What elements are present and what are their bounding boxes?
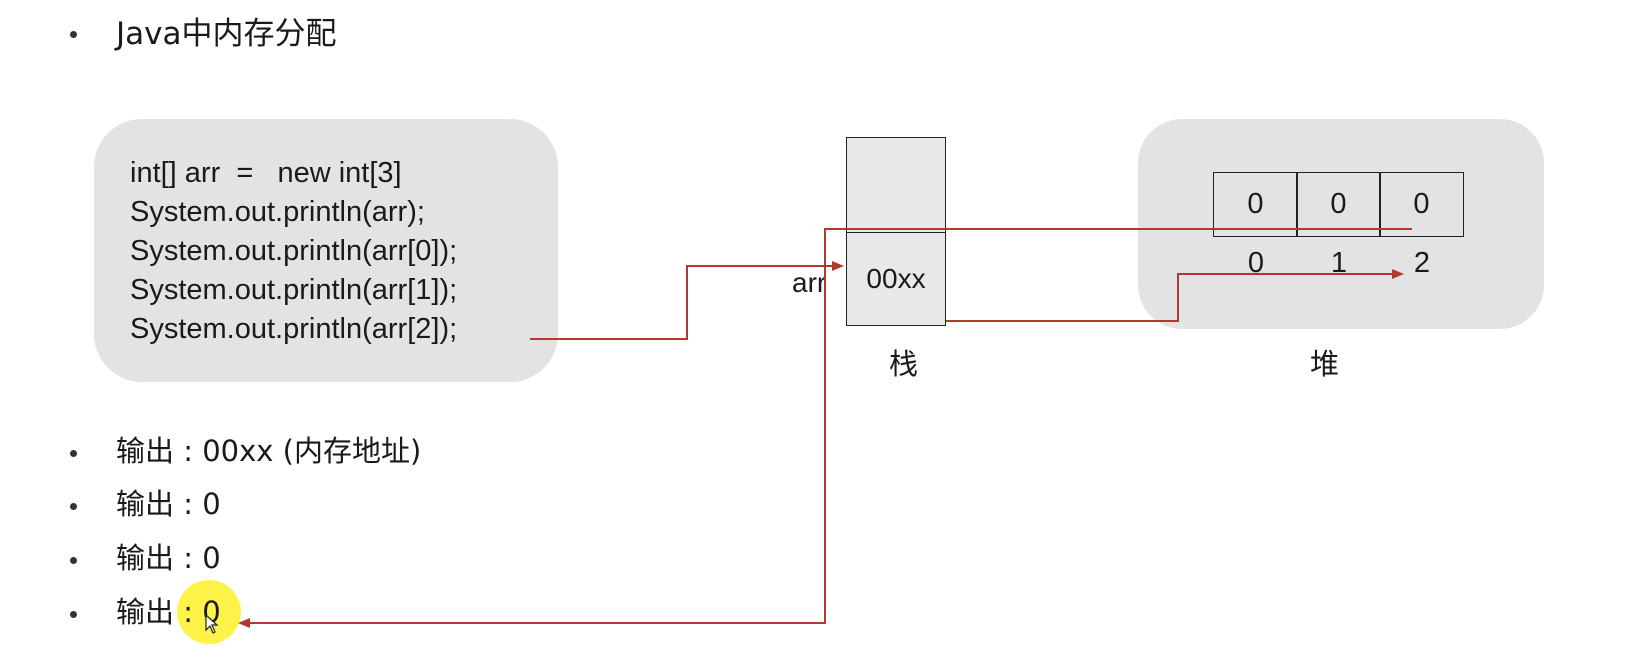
- page-title: Java中内存分配: [116, 16, 337, 52]
- code-line-print-arr-0: System.out.println(arr[0]);: [130, 235, 458, 267]
- heap-cell-0: 0: [1213, 172, 1298, 237]
- output-line-2: 输出 : 0: [116, 487, 221, 521]
- title-bullet: [70, 31, 77, 38]
- heap-index-1: 1: [1330, 247, 1348, 279]
- output-line-1: 输出 : 00xx (内存地址): [116, 434, 422, 468]
- output-bullet-3: [70, 557, 77, 564]
- heap-cell-2: 0: [1379, 172, 1464, 237]
- stack-address-value: 00xx: [866, 263, 926, 294]
- cursor-highlight: [177, 580, 241, 644]
- output-bullet-1: [70, 450, 77, 457]
- code-line-print-arr: System.out.println(arr);: [130, 196, 425, 228]
- output-line-4: 输出 : 0: [116, 595, 221, 629]
- output-bullet-4: [70, 611, 77, 618]
- stack-label: 栈: [889, 347, 919, 381]
- code-line-print-arr-2: System.out.println(arr[2]);: [130, 313, 458, 345]
- output-line-3: 输出 : 0: [116, 541, 221, 575]
- stack-frame-top: [846, 137, 946, 234]
- stack-frame-arr: 00xx: [846, 232, 946, 326]
- code-line-declaration: int[] arr = new int[3]: [130, 157, 402, 189]
- heap-index-2: 2: [1413, 247, 1431, 279]
- code-line-print-arr-1: System.out.println(arr[1]);: [130, 274, 458, 306]
- mouse-pointer-icon: [205, 614, 219, 634]
- output-bullet-2: [70, 503, 77, 510]
- heap-index-0: 0: [1247, 247, 1265, 279]
- heap-cell-1: 0: [1296, 172, 1381, 237]
- heap-label: 堆: [1310, 347, 1340, 381]
- stack-variable-name: arr: [792, 267, 827, 298]
